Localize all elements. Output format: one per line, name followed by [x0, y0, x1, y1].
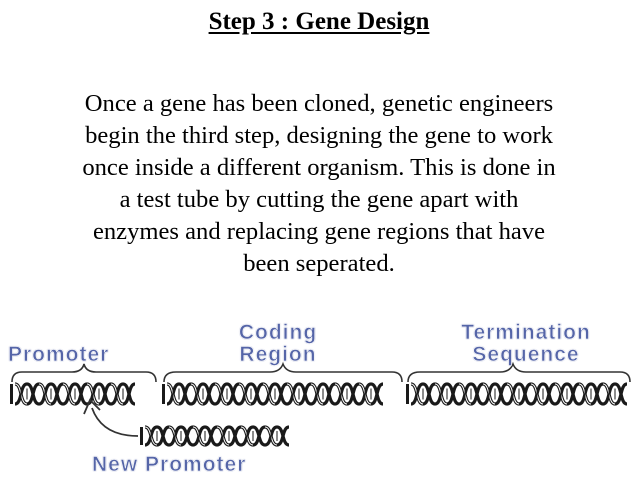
body-line: begin the third step, designing the gene…: [85, 122, 553, 149]
body-line: Once a gene has been cloned, genetic eng…: [84, 90, 554, 117]
helix-strand-b: [554, 382, 580, 406]
helix-strand-b: [238, 382, 264, 406]
helix-strand-b: [190, 382, 216, 406]
helix-strand-b: [458, 382, 484, 406]
helix-strand-b: [144, 425, 170, 447]
helix-strand-b: [166, 382, 192, 406]
coding-bracket: [163, 361, 403, 383]
slide-body: Once a gene has been cloned, genetic eng…: [4, 88, 634, 280]
helix-strand-b: [358, 382, 384, 406]
slide-title-text: Step 3 : Gene Design: [208, 8, 430, 35]
new-promoter-helix-icon: [140, 425, 290, 447]
coding-label-line2: Region: [239, 343, 317, 366]
body-line: once inside a different organism. This i…: [82, 154, 556, 181]
termination-sequence-label: Termination Sequence: [415, 321, 637, 366]
promoter-bracket: [11, 363, 157, 383]
slide-title: Step 3 : Gene Design: [0, 8, 638, 36]
helix-strand-b: [110, 382, 136, 406]
helix-strand-b: [506, 382, 532, 406]
helix-strand-b: [410, 382, 436, 406]
helix-strand-b: [530, 382, 556, 406]
body-line: a test tube by cutting the gene apart wi…: [119, 186, 519, 213]
helix-strand-b: [310, 382, 336, 406]
helix-strand-b: [86, 382, 112, 406]
helix-end-bar: [406, 384, 409, 404]
helix-strand-b: [240, 425, 266, 447]
helix-strand-b: [578, 382, 604, 406]
new-promoter-label: New Promoter: [92, 453, 247, 476]
helix-strand-b: [214, 382, 240, 406]
helix-end-bar: [162, 384, 165, 404]
helix-strand-b: [38, 382, 64, 406]
helix-strand-b: [434, 382, 460, 406]
helix-strand-b: [264, 425, 290, 447]
helix-strand-b: [14, 382, 40, 406]
helix-strand-b: [482, 382, 508, 406]
helix-end-bar: [10, 384, 13, 404]
dna-helix-icon: [10, 382, 628, 406]
helix-strand-b: [602, 382, 628, 406]
body-line: enzymes and replacing gene regions that …: [92, 218, 546, 245]
promoter-label: Promoter: [8, 343, 110, 366]
helix-strand-b: [262, 382, 288, 406]
termination-label-line1: Termination: [461, 321, 591, 344]
curved-arrow-icon: [83, 398, 139, 437]
coding-region-label: Coding Region: [208, 321, 348, 366]
helix-strand-b: [62, 382, 88, 406]
coding-label-line1: Coding: [238, 321, 318, 344]
helix-strand-b: [334, 382, 360, 406]
helix-strand-b: [192, 425, 218, 447]
helix-strand-b: [168, 425, 194, 447]
termination-bracket: [407, 361, 631, 383]
region-brackets: [11, 361, 631, 383]
body-line: been seperated.: [243, 250, 395, 277]
helix-end-bar: [140, 427, 143, 445]
helix-strand-b: [286, 382, 312, 406]
helix-strand-b: [216, 425, 242, 447]
termination-label-line2: Sequence: [472, 343, 580, 366]
